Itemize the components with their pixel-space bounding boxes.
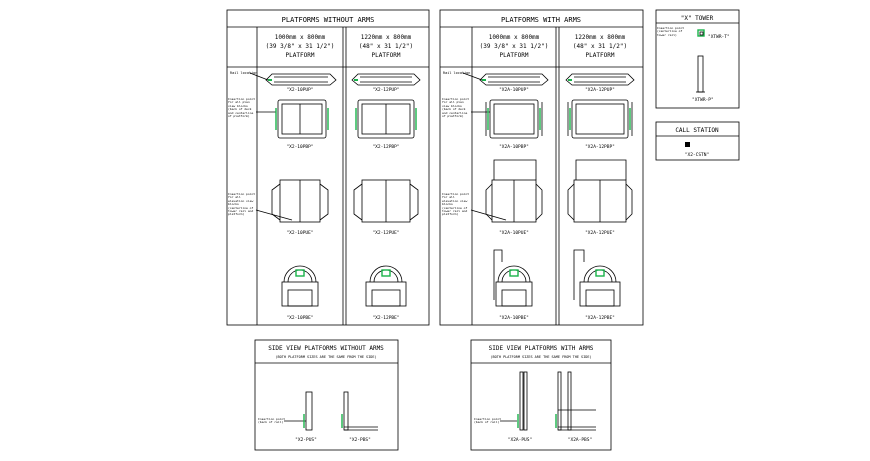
label-x2-10pbe: "X2-10PBE": [286, 315, 313, 321]
label-x2a-pus: "X2A-PUS": [508, 437, 532, 443]
panel-platforms-without-arms: PLATFORMS WITHOUT ARMS 1000mm x 800mm (3…: [226, 9, 430, 326]
col1-platform: PLATFORM: [286, 52, 315, 59]
label-x2-cstn: "X2-CSTN": [685, 152, 709, 158]
note-plan-insertion: Insertion point for all plan view blocks…: [228, 98, 256, 119]
note-elevation-insertion: Insertion point for all elevation view b…: [228, 193, 256, 217]
panel-x-tower: "X" TOWER Insertion point (centerline of…: [655, 9, 740, 109]
col2-size-inches: (48" x 31 1/2"): [359, 43, 413, 50]
call-station-title: CALL STATION: [675, 127, 719, 134]
top-view-c1: [479, 73, 549, 86]
top-view-c2: [351, 73, 421, 86]
label-x2a-10pbp: "X2A-10PBP": [499, 144, 529, 150]
label-x2a-12pue: "X2A-12PUE": [585, 230, 615, 236]
col2-size: 1220mm x 800mm: [361, 34, 412, 41]
elevation-view-c2: [567, 159, 633, 223]
col1-size-inches: (39 3/8" x 31 1/2"): [266, 43, 335, 50]
col1-platform: PLATFORM: [500, 52, 529, 59]
tower-note: Insertion point (centerline of tower rai…: [657, 27, 685, 37]
side-subtitle: (BOTH PLATFORM SIZES ARE THE SAME FROM T…: [275, 355, 376, 359]
label-x2a-12pup: "X2A-12PUP": [585, 87, 615, 93]
tower-title: "X" TOWER: [681, 15, 714, 22]
col1-size: 1000mm x 800mm: [489, 34, 540, 41]
label-x2-12pbp: "X2-12PBP": [372, 144, 399, 150]
plan-view-c1: [485, 99, 543, 139]
label-x2a-12pbe: "X2A-12PBE": [585, 315, 615, 321]
label-x2-pbs: "X2-PBS": [349, 437, 371, 443]
col2-size: 1220mm x 800mm: [575, 34, 626, 41]
bottom-view-c2: [573, 249, 621, 307]
note-rail-location: Rail location: [443, 71, 470, 75]
plan-view-c2: [355, 99, 417, 139]
plan-view-c2: [567, 99, 633, 139]
col2-platform: PLATFORM: [586, 52, 615, 59]
panel-title: PLATFORMS WITH ARMS: [501, 16, 581, 24]
bottom-view-c1: [281, 265, 319, 307]
panel-call-station: CALL STATION "X2-CSTN": [655, 121, 740, 161]
label-x2-10pue: "X2-10PUE": [286, 230, 313, 236]
label-x2a-10pue: "X2A-10PUE": [499, 230, 529, 236]
col2-platform: PLATFORM: [372, 52, 401, 59]
elevation-view-c1: [271, 179, 329, 223]
col1-size-inches: (39 3/8" x 31 1/2"): [480, 43, 549, 50]
label-x2-10pup: "X2-10PUP": [286, 87, 313, 93]
note-rail-location: Rail location: [230, 71, 257, 75]
col1-size: 1000mm x 800mm: [275, 34, 326, 41]
panel-side-view-without-arms: SIDE VIEW PLATFORMS WITHOUT ARMS (BOTH P…: [254, 339, 399, 451]
top-view-c2: [565, 73, 635, 86]
elevation-view-c1: [485, 159, 543, 223]
label-x2a-10pbe: "X2A-10PBE": [499, 315, 529, 321]
top-view-c1: [265, 73, 337, 86]
elevation-view-c2: [353, 179, 419, 223]
label-xtwr-t: "XTWR-T": [708, 34, 730, 40]
side-note: Insertion point (back of rail): [474, 418, 502, 425]
label-x2a-pbs: "X2A-PBS": [568, 437, 592, 443]
panel-title: PLATFORMS WITHOUT ARMS: [282, 16, 375, 24]
label-x2a-10pup: "X2A-10PUP": [499, 87, 529, 93]
bottom-view-c2: [365, 265, 407, 307]
label-x2-pus: "X2-PUS": [295, 437, 317, 443]
note-elevation-insertion: Insertion point for all elevation view b…: [442, 193, 470, 217]
side-title: SIDE VIEW PLATFORMS WITHOUT ARMS: [268, 345, 384, 352]
side-title: SIDE VIEW PLATFORMS WITH ARMS: [489, 345, 594, 352]
col2-size-inches: (48" x 31 1/2"): [573, 43, 627, 50]
panel-side-view-with-arms: SIDE VIEW PLATFORMS WITH ARMS (BOTH PLAT…: [470, 339, 612, 451]
note-plan-insertion: Insertion point for all plan view blocks…: [442, 98, 470, 119]
label-x2-12pbe: "X2-12PBE": [372, 315, 399, 321]
plan-view-c1: [275, 99, 329, 139]
label-xtwr-p: "XTWR-P": [692, 97, 714, 103]
side-note: Insertion point (back of rail): [258, 418, 286, 425]
label-x2a-12pbp: "X2A-12PBP": [585, 144, 615, 150]
panel-platforms-with-arms: PLATFORMS WITH ARMS 1000mm x 800mm (39 3…: [439, 9, 644, 326]
label-x2-12pup: "X2-12PUP": [372, 87, 399, 93]
call-station-symbol: [685, 142, 690, 147]
label-x2-12pue: "X2-12PUE": [372, 230, 399, 236]
side-subtitle: (BOTH PLATFORM SIZES ARE THE SAME FROM T…: [490, 355, 591, 359]
bottom-view-c1: [493, 249, 533, 307]
label-x2-10pbp: "X2-10PBP": [286, 144, 313, 150]
